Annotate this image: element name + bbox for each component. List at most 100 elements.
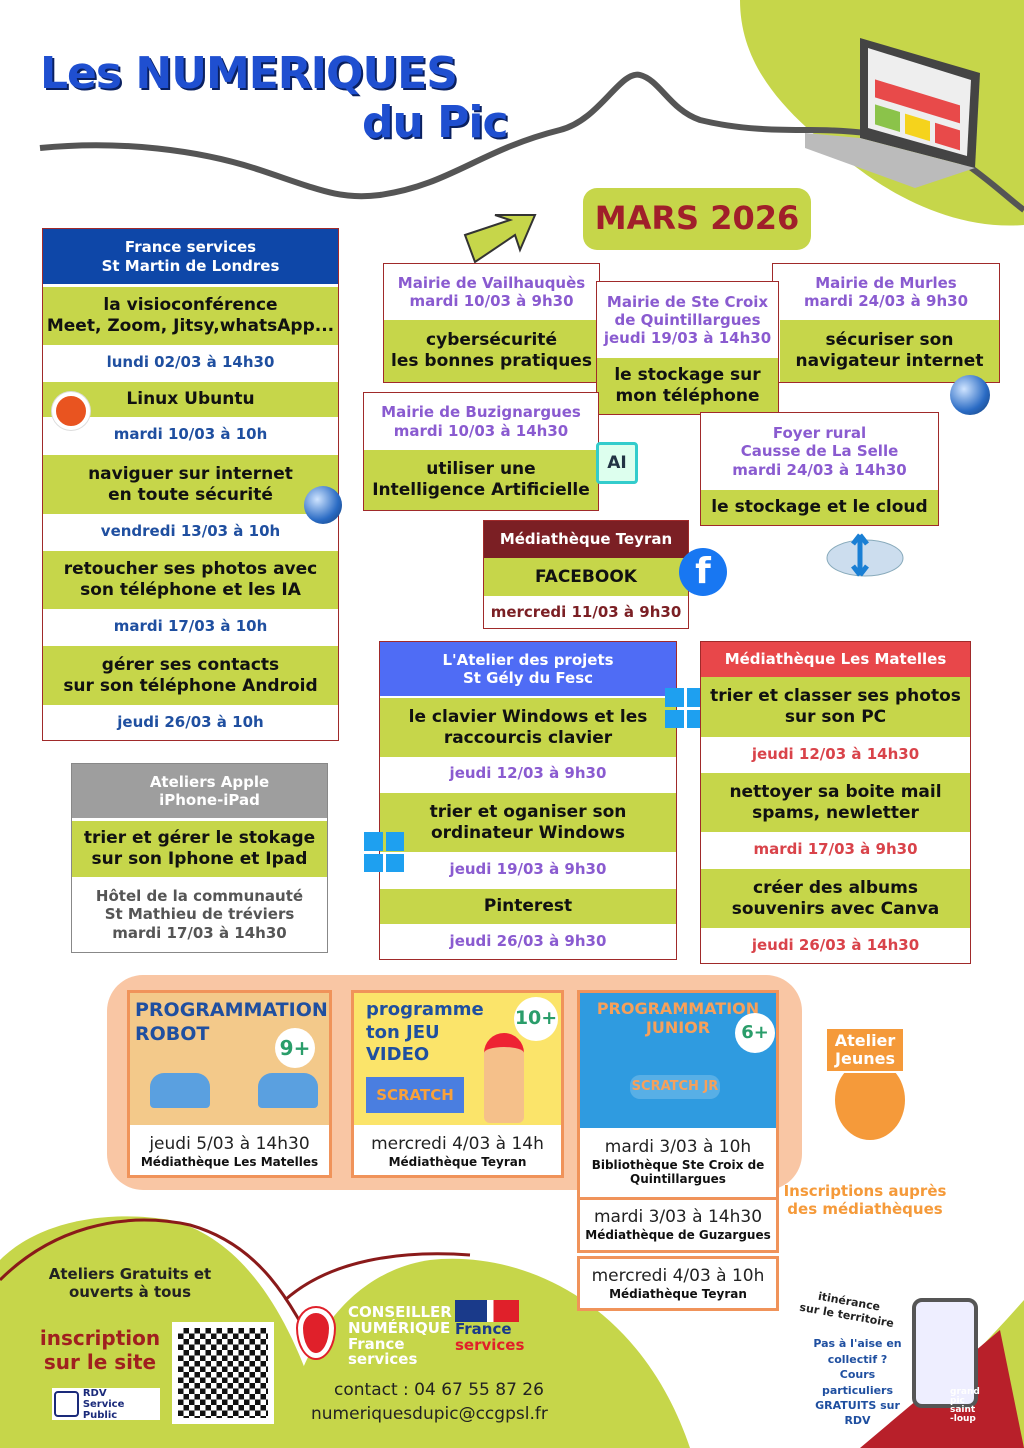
fs-date: jeudi 26/03 à 10h (43, 705, 338, 740)
ai-chip-icon: AI (596, 442, 638, 484)
matelles-date: jeudi 26/03 à 14h30 (701, 928, 970, 963)
ap-topic: Pinterest (380, 889, 676, 924)
age-badge: 10+ (514, 997, 558, 1041)
ap-date: jeudi 26/03 à 9h30 (380, 924, 676, 959)
scratch-logo: SCRATCH (366, 1077, 464, 1113)
location-pin-icon (298, 1308, 334, 1358)
globe-icon (950, 375, 990, 415)
fs-topic: Linux Ubuntu (43, 382, 338, 417)
ubuntu-icon (52, 392, 90, 430)
kids-place: Médiathèque Teyran (609, 1287, 747, 1302)
fs-date: mardi 10/03 à 10h (43, 417, 338, 452)
atelier-jeunes-mascot (835, 1060, 905, 1140)
apple-panel (71, 763, 328, 953)
age-badge: 9+ (275, 1028, 315, 1068)
teyran-header: Médiathèque Teyran (484, 521, 688, 558)
mairie-frame (700, 412, 939, 526)
calendar-icon (54, 1391, 79, 1417)
matelles-date: jeudi 12/03 à 14h30 (701, 737, 970, 771)
title-line1: Les NUMERIQUES (40, 48, 458, 99)
matelles-date: mardi 17/03 à 9h30 (701, 832, 970, 867)
france-services-panel (42, 228, 339, 741)
kids-place: Médiathèque de Guzargues (585, 1228, 771, 1243)
robot-icon (258, 1073, 318, 1108)
windows-icon (364, 832, 404, 872)
mairie-frame (596, 281, 779, 415)
fs-date: mardi 17/03 à 10h (43, 609, 338, 643)
teyran-date: mercredi 11/03 à 9h30 (484, 596, 688, 628)
month-badge: MARS 2026 (583, 188, 811, 250)
fs-date: vendredi 13/03 à 10h (43, 514, 338, 548)
cartoon-boy-icon (484, 1033, 524, 1123)
laptop-icon (805, 28, 1005, 188)
kids-date: mercredi 4/03 à 14h (371, 1134, 544, 1155)
phone-megaphone-illustration (912, 1298, 978, 1408)
kids-place: Médiathèque Teyran (388, 1155, 527, 1170)
scratchjr-logo: SCRATCH JR (630, 1075, 720, 1099)
matelles-header: Médiathèque Les Matelles (701, 642, 970, 677)
kids-place: Bibliothèque Ste Croix de Quintillargues (591, 1157, 765, 1187)
kids-place: Médiathèque Les Matelles (140, 1155, 319, 1170)
contact-phone: contact : 04 67 55 87 26 (334, 1380, 544, 1400)
cloud-icon (825, 530, 905, 580)
globe-icon (304, 486, 342, 524)
mairie-topic: le stockage et le cloud (701, 490, 938, 525)
fs-date: lundi 02/03 à 14h30 (43, 345, 338, 380)
kids-date: mercredi 4/03 à 10h (591, 1266, 765, 1287)
apple-icon (80, 768, 114, 808)
title-line2: du Pic (362, 97, 509, 148)
contact-email[interactable]: numeriquesdupic@ccgpsl.fr (311, 1404, 548, 1424)
kids-date: jeudi 5/03 à 14h30 (149, 1134, 310, 1155)
age-badge: 6+ (735, 1013, 775, 1053)
kids-date: mardi 3/03 à 14h30 (593, 1207, 763, 1228)
qr-code[interactable] (172, 1322, 274, 1424)
teyran-topic: FACEBOOK (484, 558, 688, 596)
atelier-projets-panel (379, 641, 677, 960)
marianne-flag-icon (455, 1300, 519, 1322)
matelles-panel (700, 641, 971, 964)
month-label: MARS 2026 (594, 199, 800, 238)
ap-date: jeudi 19/03 à 9h30 (380, 852, 676, 886)
robot-icon (150, 1073, 210, 1108)
windows-icon (665, 688, 705, 728)
kids-date: mardi 3/03 à 10h (604, 1137, 752, 1157)
ap-date: jeudi 12/03 à 9h30 (380, 757, 676, 790)
